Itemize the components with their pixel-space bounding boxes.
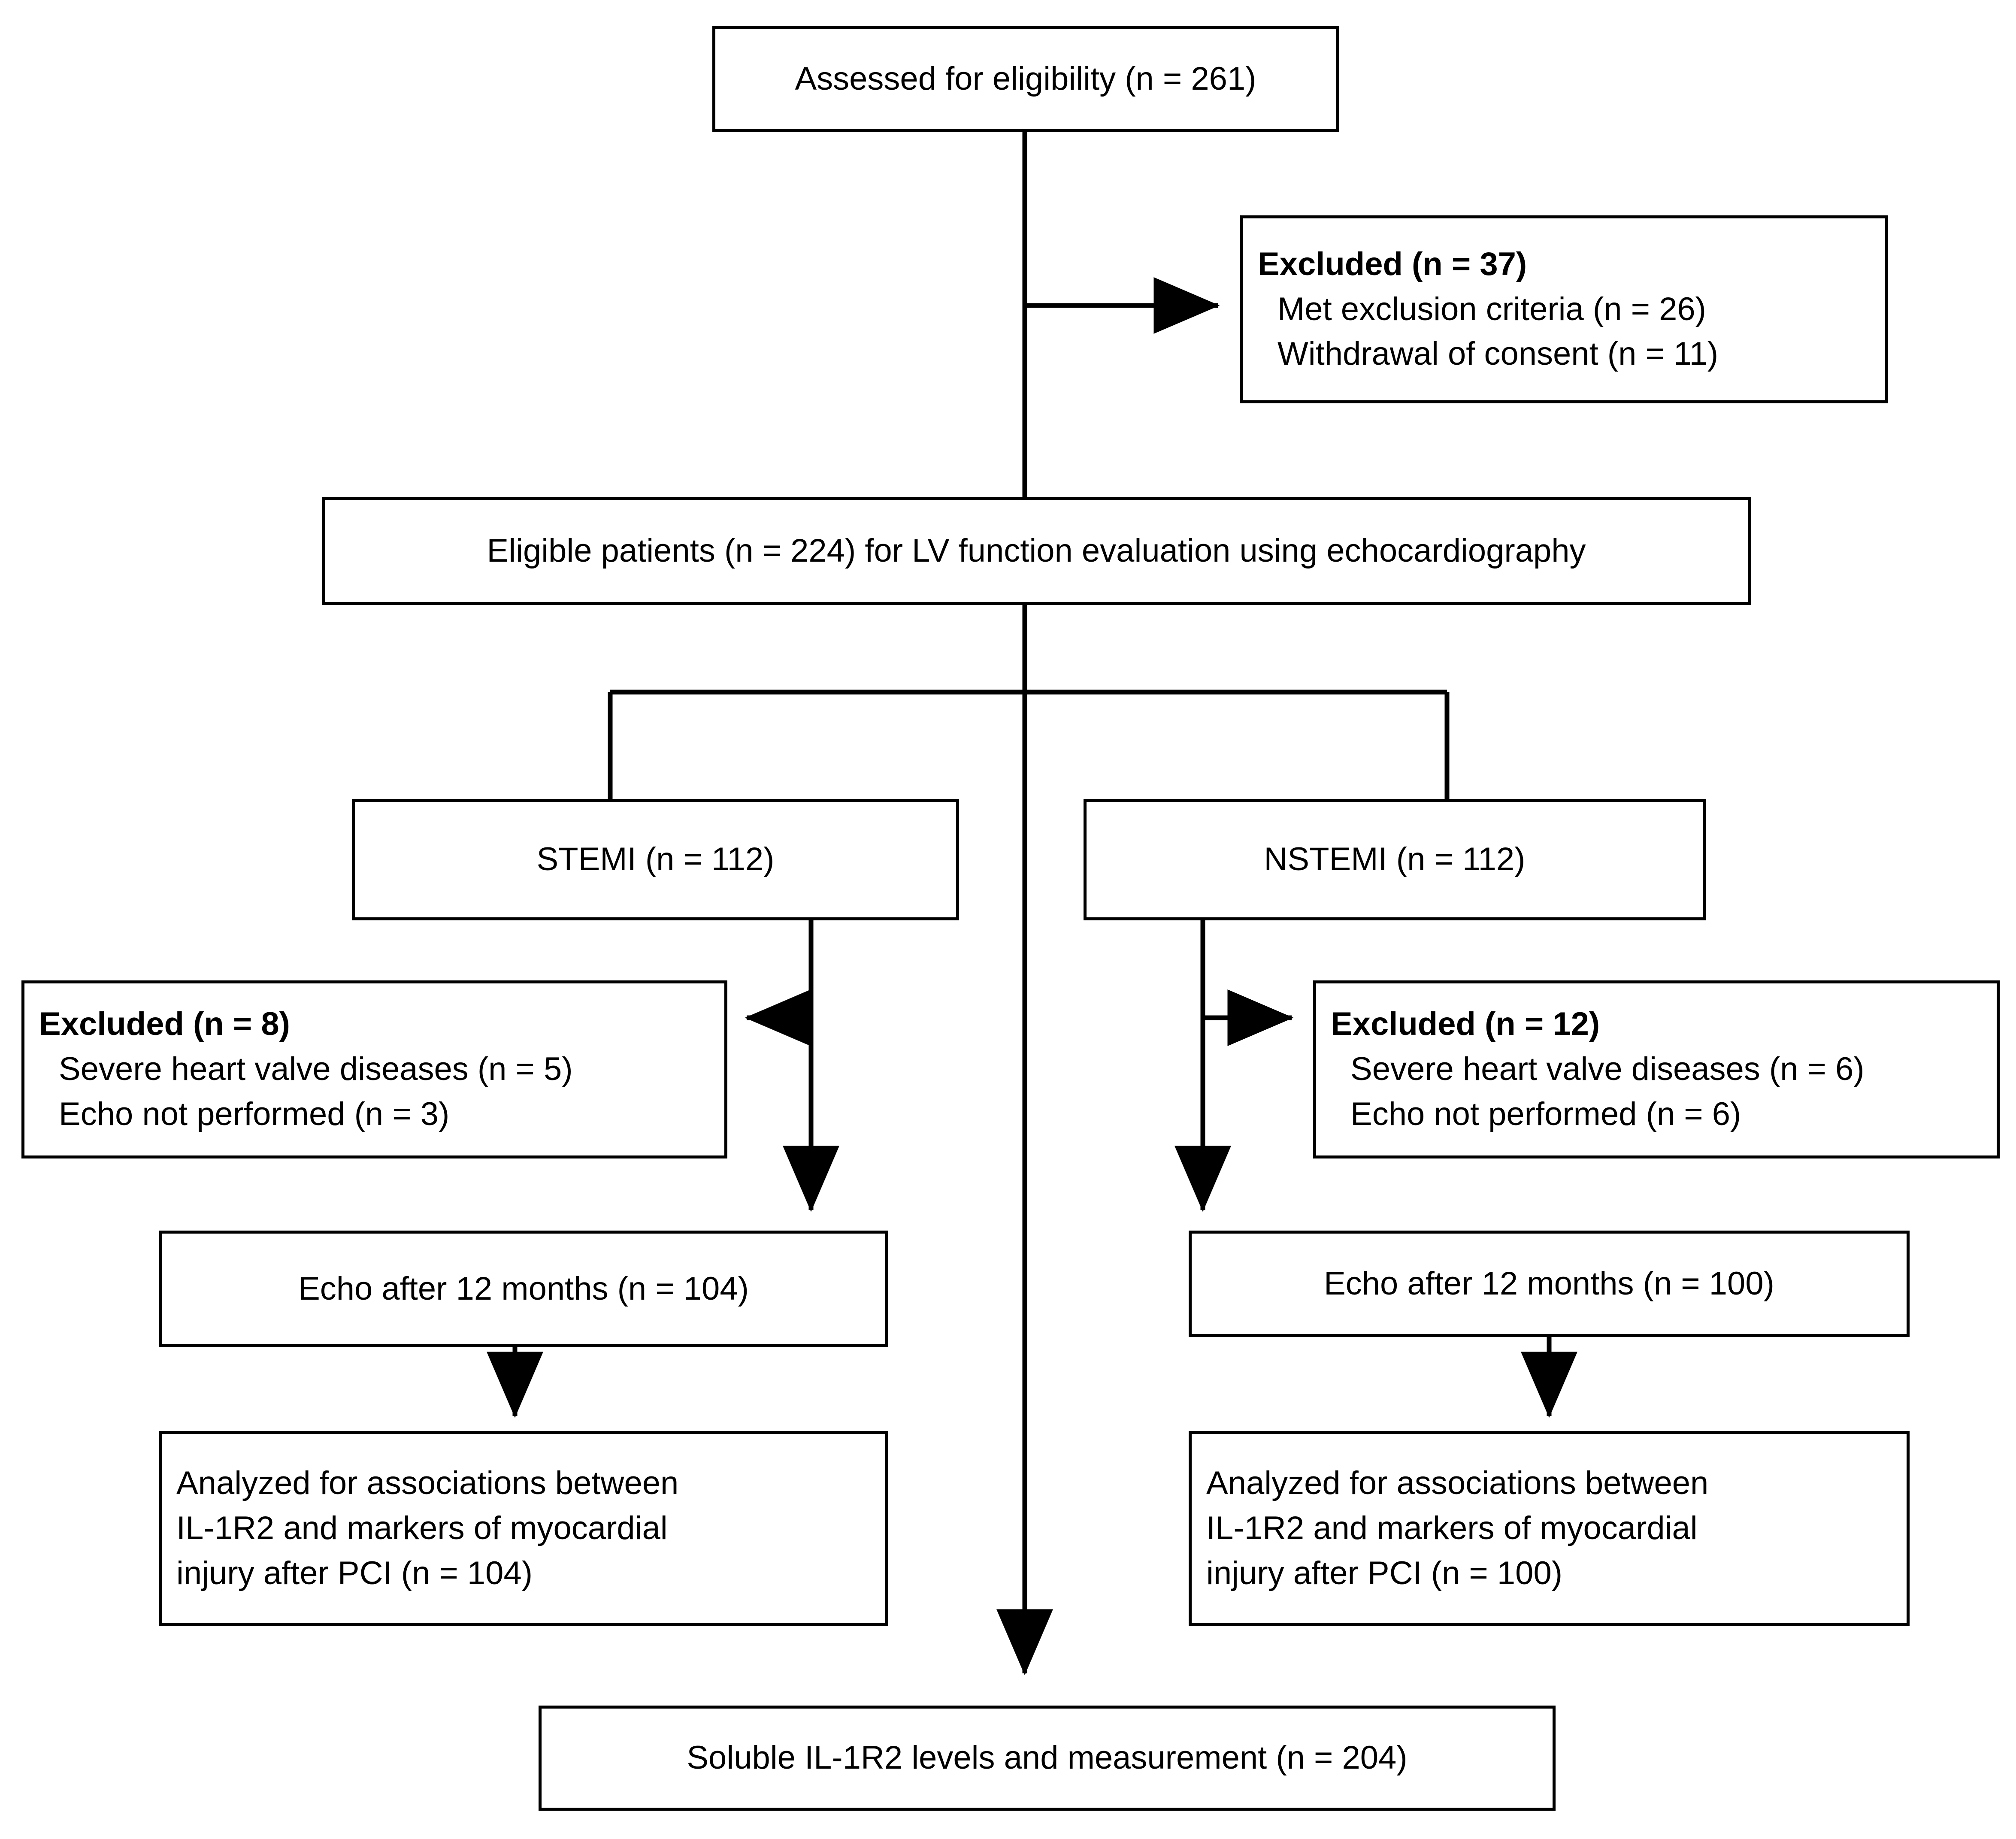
node-echo-left-label: Echo after 12 months (n = 104) [298,1270,749,1307]
node-echo-right-label: Echo after 12 months (n = 100) [1324,1265,1774,1302]
node-analyzed-right[interactable]: Analyzed for associations between IL-1R2… [1189,1431,1910,1626]
node-excluded-stemi-item-0: Severe heart valve diseases (n = 5) [59,1051,573,1088]
node-excluded-nstemi-item-0: Severe heart valve diseases (n = 6) [1350,1051,1865,1088]
node-analyzed-right-line-0: Analyzed for associations between [1206,1465,1709,1502]
node-excluded-top[interactable]: Excluded (n = 37) Met exclusion criteria… [1240,215,1888,403]
node-echo-right[interactable]: Echo after 12 months (n = 100) [1189,1231,1910,1337]
node-excluded-top-item-0: Met exclusion criteria (n = 26) [1277,290,1706,327]
node-assessed-for-eligibility[interactable]: Assessed for eligibility (n = 261) [712,26,1339,132]
node-analyzed-right-line-1: IL-1R2 and markers of myocardial [1206,1510,1698,1547]
node-excluded-stemi[interactable]: Excluded (n = 8) Severe heart valve dise… [21,980,727,1158]
node-analyzed-left-line-1: IL-1R2 and markers of myocardial [176,1510,668,1547]
node-assessed-label: Assessed for eligibility (n = 261) [795,60,1256,97]
node-analyzed-left-line-2: injury after PCI (n = 104) [176,1555,533,1591]
node-excluded-nstemi[interactable]: Excluded (n = 12) Severe heart valve dis… [1313,980,2000,1158]
node-stemi-label: STEMI (n = 112) [536,841,775,878]
node-excluded-nstemi-item-1: Echo not performed (n = 6) [1350,1095,1741,1132]
node-excluded-nstemi-title: Excluded (n = 12) [1331,1006,1600,1043]
node-echo-left[interactable]: Echo after 12 months (n = 104) [159,1231,888,1347]
node-eligible-label: Eligible patients (n = 224) for LV funct… [487,532,1586,569]
node-excluded-stemi-item-1: Echo not performed (n = 3) [59,1095,450,1132]
node-excluded-top-item-1: Withdrawal of consent (n = 11) [1277,336,1719,372]
node-nstemi-label: NSTEMI (n = 112) [1264,841,1526,878]
node-analyzed-left-line-0: Analyzed for associations between [176,1465,679,1502]
node-stemi[interactable]: STEMI (n = 112) [352,799,959,920]
node-soluble-il1r2[interactable]: Soluble IL-1R2 levels and measurement (n… [539,1706,1556,1811]
node-analyzed-right-line-2: injury after PCI (n = 100) [1206,1555,1563,1591]
node-excluded-stemi-title: Excluded (n = 8) [39,1006,290,1043]
node-nstemi[interactable]: NSTEMI (n = 112) [1084,799,1706,920]
node-soluble-label: Soluble IL-1R2 levels and measurement (n… [687,1739,1408,1776]
node-analyzed-left[interactable]: Analyzed for associations between IL-1R2… [159,1431,888,1626]
node-eligible-patients[interactable]: Eligible patients (n = 224) for LV funct… [322,497,1751,605]
node-excluded-top-title: Excluded (n = 37) [1258,245,1527,282]
